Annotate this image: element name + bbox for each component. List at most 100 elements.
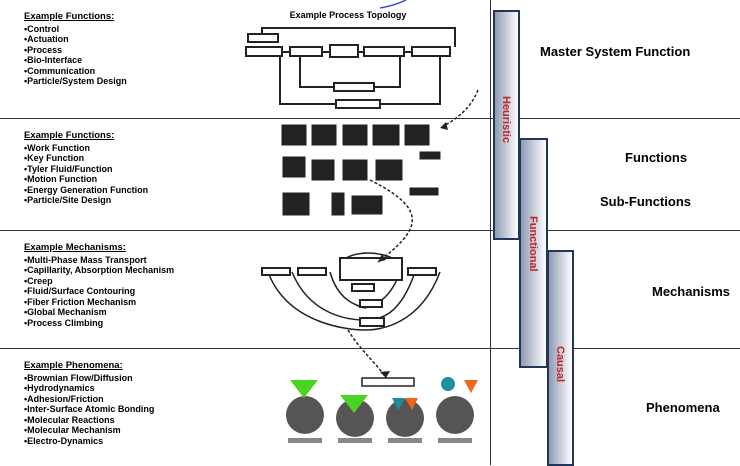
- tier-label-heuristic: Heuristic: [500, 96, 512, 144]
- phenomenon-caption: [388, 438, 422, 443]
- function-block: [342, 159, 368, 181]
- examples-system: Example Functions: Control Actuation Pro…: [24, 11, 127, 87]
- function-block: [281, 124, 307, 146]
- list-item: Work Function: [24, 143, 148, 154]
- function-block: [419, 151, 441, 160]
- topology-link: [261, 27, 456, 105]
- list-item: Fiber Friction Mechanism: [24, 297, 174, 308]
- function-block: [375, 159, 403, 181]
- list-item: Adhesion/Friction: [24, 394, 154, 405]
- level-band-functions: [0, 118, 740, 231]
- list-item: Key Function: [24, 153, 148, 164]
- level-band-phenomena: [0, 348, 740, 466]
- list-item: Capillarity, Absorption Mechanism: [24, 265, 174, 276]
- mechanism-node: [359, 299, 383, 308]
- list-item: Particle/System Design: [24, 76, 127, 87]
- tier-label-causal: Causal: [554, 346, 566, 383]
- mechanism-node: [407, 267, 437, 276]
- tier-bar-heuristic: Heuristic: [493, 10, 520, 240]
- list-item: Molecular Reactions: [24, 415, 154, 426]
- topology-node: [411, 46, 451, 57]
- list-item: Control: [24, 24, 127, 35]
- topology-node: [363, 46, 405, 57]
- topology-title: Example Process Topology: [290, 10, 407, 20]
- list-item: Creep: [24, 276, 174, 287]
- topology-node: [329, 44, 359, 58]
- examples-title: Example Functions:: [24, 11, 115, 22]
- function-block: [351, 195, 383, 215]
- list-item: Tyler Fluid/Function: [24, 164, 148, 175]
- phenomenon-marker: [290, 380, 318, 398]
- level-label-functions: Functions: [625, 150, 688, 165]
- phenomenon-bubble: [436, 396, 474, 434]
- arrow-head: [380, 371, 390, 378]
- list-item: Motion Function: [24, 174, 148, 185]
- mechanism-node: [359, 317, 385, 327]
- examples-title: Example Functions:: [24, 130, 115, 141]
- level-link: [369, 179, 413, 263]
- phenomenon-marker: [340, 395, 368, 413]
- examples-functions: Example Functions: Work Function Key Fun…: [24, 130, 148, 206]
- topology-node: [333, 82, 375, 92]
- phenomenon-marker: [405, 398, 418, 410]
- level-label-mechanisms: Mechanisms: [652, 284, 731, 299]
- list-item: Energy Generation Function: [24, 185, 148, 196]
- phenomenon-caption: [288, 438, 322, 443]
- list-item: Electro-Dynamics: [24, 436, 154, 447]
- topology-node: [335, 99, 381, 109]
- function-block: [331, 192, 345, 216]
- examples-mechanisms: Example Mechanisms: Multi-Phase Mass Tra…: [24, 242, 174, 329]
- phenomenon-marker: [464, 380, 478, 393]
- phenomenon-caption: [438, 438, 472, 443]
- list-item: Bio-Interface: [24, 55, 127, 66]
- list-item: Hydrodynamics: [24, 383, 154, 394]
- list-item: Global Mechanism: [24, 307, 174, 318]
- list-item: Process Climbing: [24, 318, 174, 329]
- examples-title: Example Phenomena:: [24, 360, 123, 371]
- list-item: Brownian Flow/Diffusion: [24, 373, 154, 384]
- level-label-subfunctions: Sub-Functions: [600, 194, 691, 209]
- phenomenon-marker: [392, 398, 405, 410]
- top-arc: [379, 0, 407, 9]
- topology-node: [247, 33, 279, 43]
- topology-node: [245, 46, 283, 57]
- list-item: Multi-Phase Mass Transport: [24, 255, 174, 266]
- list-item: Inter-Surface Atomic Bonding: [24, 404, 154, 415]
- phenomenon-bubble: [286, 396, 324, 434]
- function-block: [404, 124, 430, 146]
- list-item: Particle/Site Design: [24, 195, 148, 206]
- level-band-mechanisms: [0, 230, 740, 349]
- phenomena-diagram: [286, 377, 478, 443]
- phenomenon-label-box: [361, 377, 415, 387]
- phenomenon-caption: [338, 438, 372, 443]
- arrow-head: [378, 254, 386, 262]
- list-item: Fluid/Surface Contouring: [24, 286, 174, 297]
- function-block: [409, 187, 439, 196]
- process-topology: [245, 27, 456, 109]
- function-block: [282, 156, 306, 178]
- mechanism-network: [261, 252, 441, 331]
- list-item: Process: [24, 45, 127, 56]
- tier-bar-causal: Causal: [547, 250, 574, 466]
- function-block: [311, 159, 335, 181]
- column-divider: [490, 0, 491, 465]
- level-label-master: Master System Function: [540, 44, 691, 59]
- function-block: [372, 124, 400, 146]
- phenomenon-bubble: [386, 399, 424, 437]
- list-item: Communication: [24, 66, 127, 77]
- list-item: Actuation: [24, 34, 127, 45]
- mechanism-node: [339, 257, 403, 281]
- examples-phenomena: Example Phenomena: Brownian Flow/Diffusi…: [24, 360, 154, 447]
- examples-title: Example Mechanisms:: [24, 242, 126, 253]
- function-blocks: [281, 124, 441, 216]
- function-block: [342, 124, 368, 146]
- mechanism-link: [267, 252, 441, 331]
- mechanism-node: [261, 267, 291, 276]
- mechanism-node: [351, 283, 375, 292]
- function-block: [311, 124, 337, 146]
- arrow-head: [440, 122, 448, 130]
- topology-node: [289, 46, 323, 57]
- phenomenon-marker: [441, 377, 455, 391]
- mechanism-node: [297, 267, 327, 276]
